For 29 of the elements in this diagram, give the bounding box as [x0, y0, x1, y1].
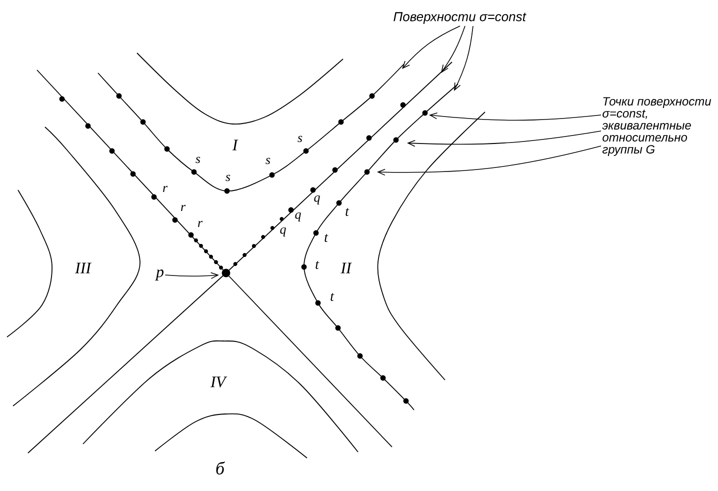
point-label: t	[324, 234, 328, 242]
point-label: s	[196, 156, 200, 164]
point-label: r	[163, 186, 168, 192]
panel-label: б	[216, 461, 225, 475]
region-label: I	[232, 140, 238, 150]
leader-arrow	[454, 26, 474, 91]
leader-arrow	[377, 146, 602, 176]
leader-arrow	[429, 112, 602, 121]
point-label: r	[181, 204, 186, 212]
leader-arrow	[402, 26, 460, 69]
region-label: IV	[210, 376, 228, 388]
point-label: r	[198, 220, 203, 228]
region-label: II	[340, 262, 352, 274]
callout-text: Поверхности σ=const	[394, 12, 526, 24]
region-label: III	[74, 262, 92, 274]
point-label: q	[280, 228, 286, 236]
leader-arrow	[164, 272, 219, 279]
leader-arrow	[441, 26, 466, 73]
point-label: s	[298, 136, 302, 142]
point-label: q	[295, 212, 301, 222]
callout-text: Точки поверхности σ=const, эквивалентные относительно группы G	[602, 97, 712, 156]
point-label: t	[316, 260, 320, 270]
point-label: s	[266, 158, 270, 164]
leader-arrow	[407, 130, 602, 147]
point-label: p	[155, 270, 164, 280]
point-label: t	[330, 292, 334, 302]
point-label: s	[226, 174, 230, 182]
point-label: q	[314, 196, 320, 204]
point-label: t	[346, 208, 350, 216]
